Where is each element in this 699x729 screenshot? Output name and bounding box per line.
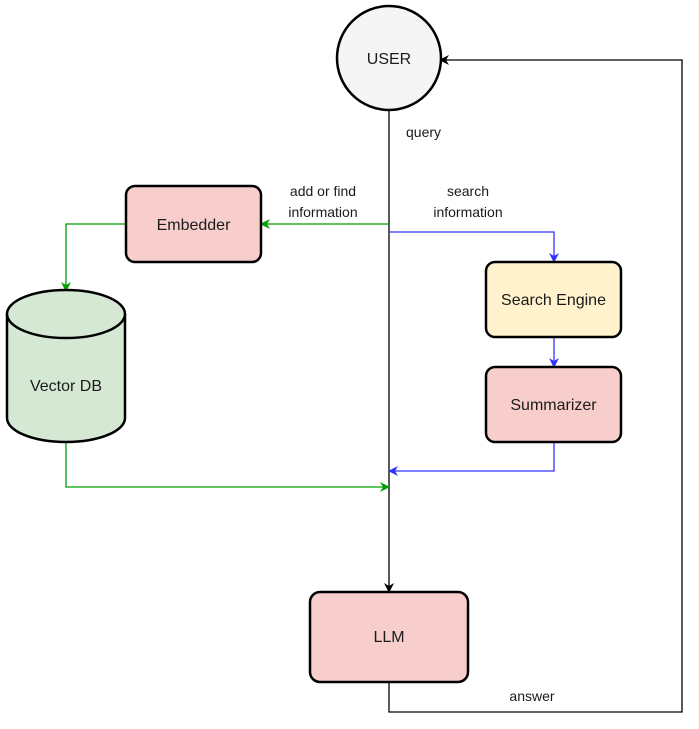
answer-connector [388, 55, 683, 713]
summarizer-to-llm-connector [388, 442, 555, 476]
search-engine-node-label: Search Engine [501, 292, 606, 309]
summarizer-node: Summarizer [484, 365, 623, 444]
embedder-node-label: Embedder [157, 217, 231, 234]
search-engine-node-shape [484, 260, 623, 339]
vectordb-to-llm-connector [65, 443, 390, 492]
search-label-line2: information [433, 204, 502, 220]
vector-db-top [5, 288, 127, 340]
search-connector [389, 231, 559, 263]
embedder-node: Embedder [124, 184, 263, 264]
vector-db-body [5, 314, 127, 444]
user-node-shape [335, 4, 443, 112]
add-or-find-label-line1: add or find [290, 183, 356, 199]
llm-node-shape [308, 590, 470, 684]
query-label: query [406, 124, 441, 140]
answer-label: answer [509, 688, 554, 704]
llm-node-label: LLM [373, 629, 404, 646]
embedder-node-shape [124, 184, 263, 264]
summarizer-node-shape [484, 365, 623, 444]
user-node: USER [335, 4, 443, 112]
vector-db-node: Vector DB [5, 288, 127, 444]
vector-db-node-label: Vector DB [30, 378, 102, 395]
summarizer-node-label: Summarizer [510, 397, 597, 414]
embedder-to-vectordb-connector [61, 223, 126, 292]
search-engine-node: Search Engine [484, 260, 623, 339]
add-or-find-label-line2: information [288, 204, 357, 220]
llm-node: LLM [308, 590, 470, 684]
search-label-line1: search [447, 183, 489, 199]
user-node-label: USER [367, 51, 411, 68]
